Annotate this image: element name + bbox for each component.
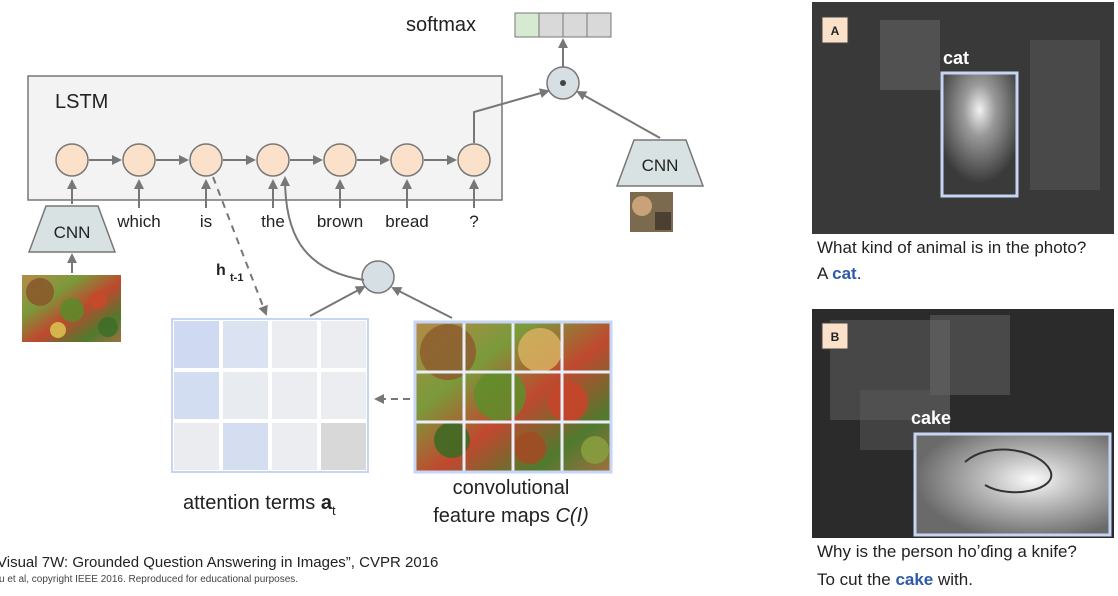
example-a-bounding-box: [940, 71, 1019, 198]
lstm-node: [122, 143, 156, 177]
word-token: which: [116, 212, 160, 231]
example-a-answer: A cat.: [817, 264, 861, 283]
attention-cell: [272, 423, 317, 470]
example-a-question: What kind of animal is in the photo?: [817, 238, 1086, 257]
image-cnn-encoder: CNN: [27, 205, 117, 253]
attention-cell: [321, 321, 366, 368]
attention-cell: [174, 372, 219, 419]
citation-credit: u et al, copyright IEEE 2016. Reproduced…: [0, 574, 298, 585]
answer-suffix: .: [857, 264, 862, 283]
hidden-state-subscript: t-1: [230, 272, 243, 284]
attention-cell: [223, 423, 268, 470]
answer-highlight: cat: [832, 264, 857, 283]
softmax-label: softmax: [406, 14, 476, 36]
lstm-node: [189, 143, 223, 177]
lstm-label: LSTM: [55, 91, 108, 113]
conv-caption-text: feature maps: [433, 505, 555, 527]
attention-combine-node: [361, 260, 395, 294]
hidden-state-label: h: [216, 262, 226, 279]
example-a-badge-letter: A: [831, 24, 840, 38]
answer-cnn-encoder: CNN: [615, 139, 705, 187]
conv-caption-symbol: C(I): [555, 505, 588, 527]
lstm-chain: [55, 143, 491, 177]
lstm-box: [27, 75, 503, 201]
lstm-node: [55, 143, 89, 177]
question-words: which is the brown bread ?: [116, 212, 478, 231]
word-token: bread: [385, 212, 428, 231]
attention-cell: [272, 372, 317, 419]
answer-prefix: To cut the: [817, 570, 895, 589]
conv-caption-line1: convolutional: [453, 477, 570, 499]
architecture-diagram: softmax LSTM: [0, 12, 705, 585]
answer-image-thumbnail: [630, 192, 673, 232]
lstm-node: [256, 143, 290, 177]
example-a-object-label: cat: [943, 48, 969, 68]
dot-product-node: [546, 66, 580, 100]
word-token: the: [261, 212, 285, 231]
input-image-thumbnail: [22, 275, 121, 342]
example-b-panel: cake B Why is the person hoʼɗing a knife…: [812, 309, 1114, 589]
attention-grid-outline: [171, 318, 369, 473]
citation-title: Visual 7W: Grounded Question Answering i…: [0, 554, 438, 571]
lstm-node: [457, 143, 491, 177]
cnn-label: CNN: [642, 156, 679, 175]
attention-cell: [223, 372, 268, 419]
attention-cell: [174, 423, 219, 470]
softmax-output-vector: [514, 12, 612, 38]
example-b-bounding-box: [913, 432, 1112, 537]
example-a-badge: [821, 16, 849, 44]
example-b-answer: To cut the cake with.: [817, 570, 973, 589]
example-b-object-label: cake: [911, 408, 951, 428]
conv-caption-line2: feature maps C(I): [433, 505, 589, 527]
answer-highlight: cake: [895, 570, 933, 589]
word-token: is: [200, 212, 212, 231]
example-b-badge-letter: B: [831, 330, 840, 344]
example-b-question: Why is the person hoʼɗing a knife?: [817, 542, 1077, 561]
attention-cell: [174, 321, 219, 368]
answer-prefix: A: [817, 264, 832, 283]
word-token: brown: [317, 212, 363, 231]
attention-cell: [321, 372, 366, 419]
word-token: ?: [469, 212, 478, 231]
attention-cell: [272, 321, 317, 368]
lstm-node: [323, 143, 357, 177]
attention-cell: [321, 423, 366, 470]
attention-cell: [223, 321, 268, 368]
convolutional-feature-maps: [413, 320, 613, 474]
cnn-label: CNN: [54, 223, 91, 242]
attention-subscript: t: [332, 503, 336, 518]
attention-grid: [171, 318, 369, 473]
attention-symbol: a: [321, 492, 333, 514]
lstm-node: [390, 143, 424, 177]
example-b-badge: [821, 322, 849, 350]
attention-caption: attention terms at: [183, 492, 336, 518]
example-a-panel: cat A What kind of animal is in the phot…: [812, 2, 1114, 283]
attention-caption-text: attention terms: [183, 492, 321, 514]
answer-suffix: with.: [933, 570, 973, 589]
